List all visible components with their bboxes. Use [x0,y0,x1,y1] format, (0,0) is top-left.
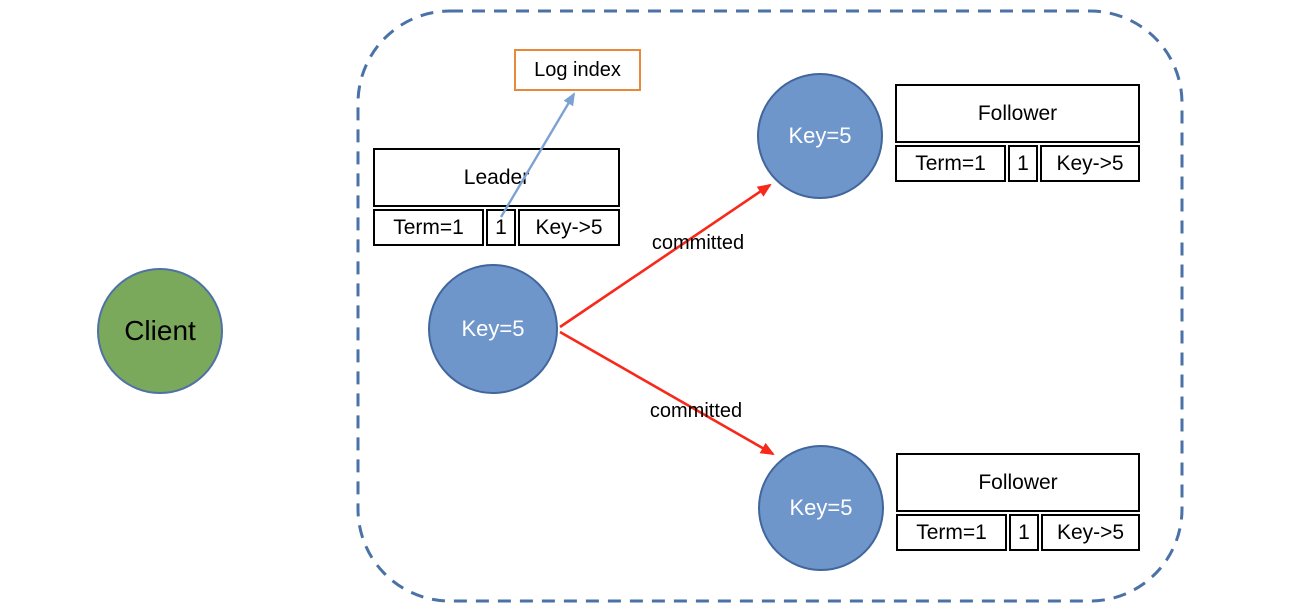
leader-table: Leader Term=1 1 Key->5 [373,148,620,246]
log-index-callout: Log index [514,49,641,91]
committed-label-top: committed [651,232,745,254]
leader-log-row: Term=1 1 Key->5 [373,209,620,246]
follower-bottom-table-title: Follower [896,453,1140,512]
follower-top-table: Follower Term=1 1 Key->5 [895,84,1140,182]
committed-arrow-bottom [559,330,775,456]
follower-bottom-term-cell: Term=1 [896,514,1007,551]
follower-bottom-log-row: Term=1 1 Key->5 [896,514,1140,551]
committed-label-bottom: committed [649,400,743,422]
follower-top-term-cell: Term=1 [895,145,1006,182]
leader-entry-cell: Key->5 [518,209,620,246]
follower-top-table-title: Follower [895,84,1140,143]
leader-node: Key=5 [428,264,558,394]
follower-bottom-entry-cell: Key->5 [1041,514,1140,551]
follower-top-node: Key=5 [757,73,883,199]
follower-top-log-index-cell: 1 [1008,145,1038,182]
leader-log-index-cell: 1 [486,209,516,246]
follower-bottom-node: Key=5 [758,445,884,571]
client-node: Client [97,268,223,394]
leader-table-title: Leader [373,148,620,207]
follower-top-log-row: Term=1 1 Key->5 [895,145,1140,182]
follower-bottom-table: Follower Term=1 1 Key->5 [896,453,1140,551]
follower-bottom-log-index-cell: 1 [1009,514,1039,551]
follower-top-entry-cell: Key->5 [1040,145,1140,182]
leader-term-cell: Term=1 [373,209,484,246]
